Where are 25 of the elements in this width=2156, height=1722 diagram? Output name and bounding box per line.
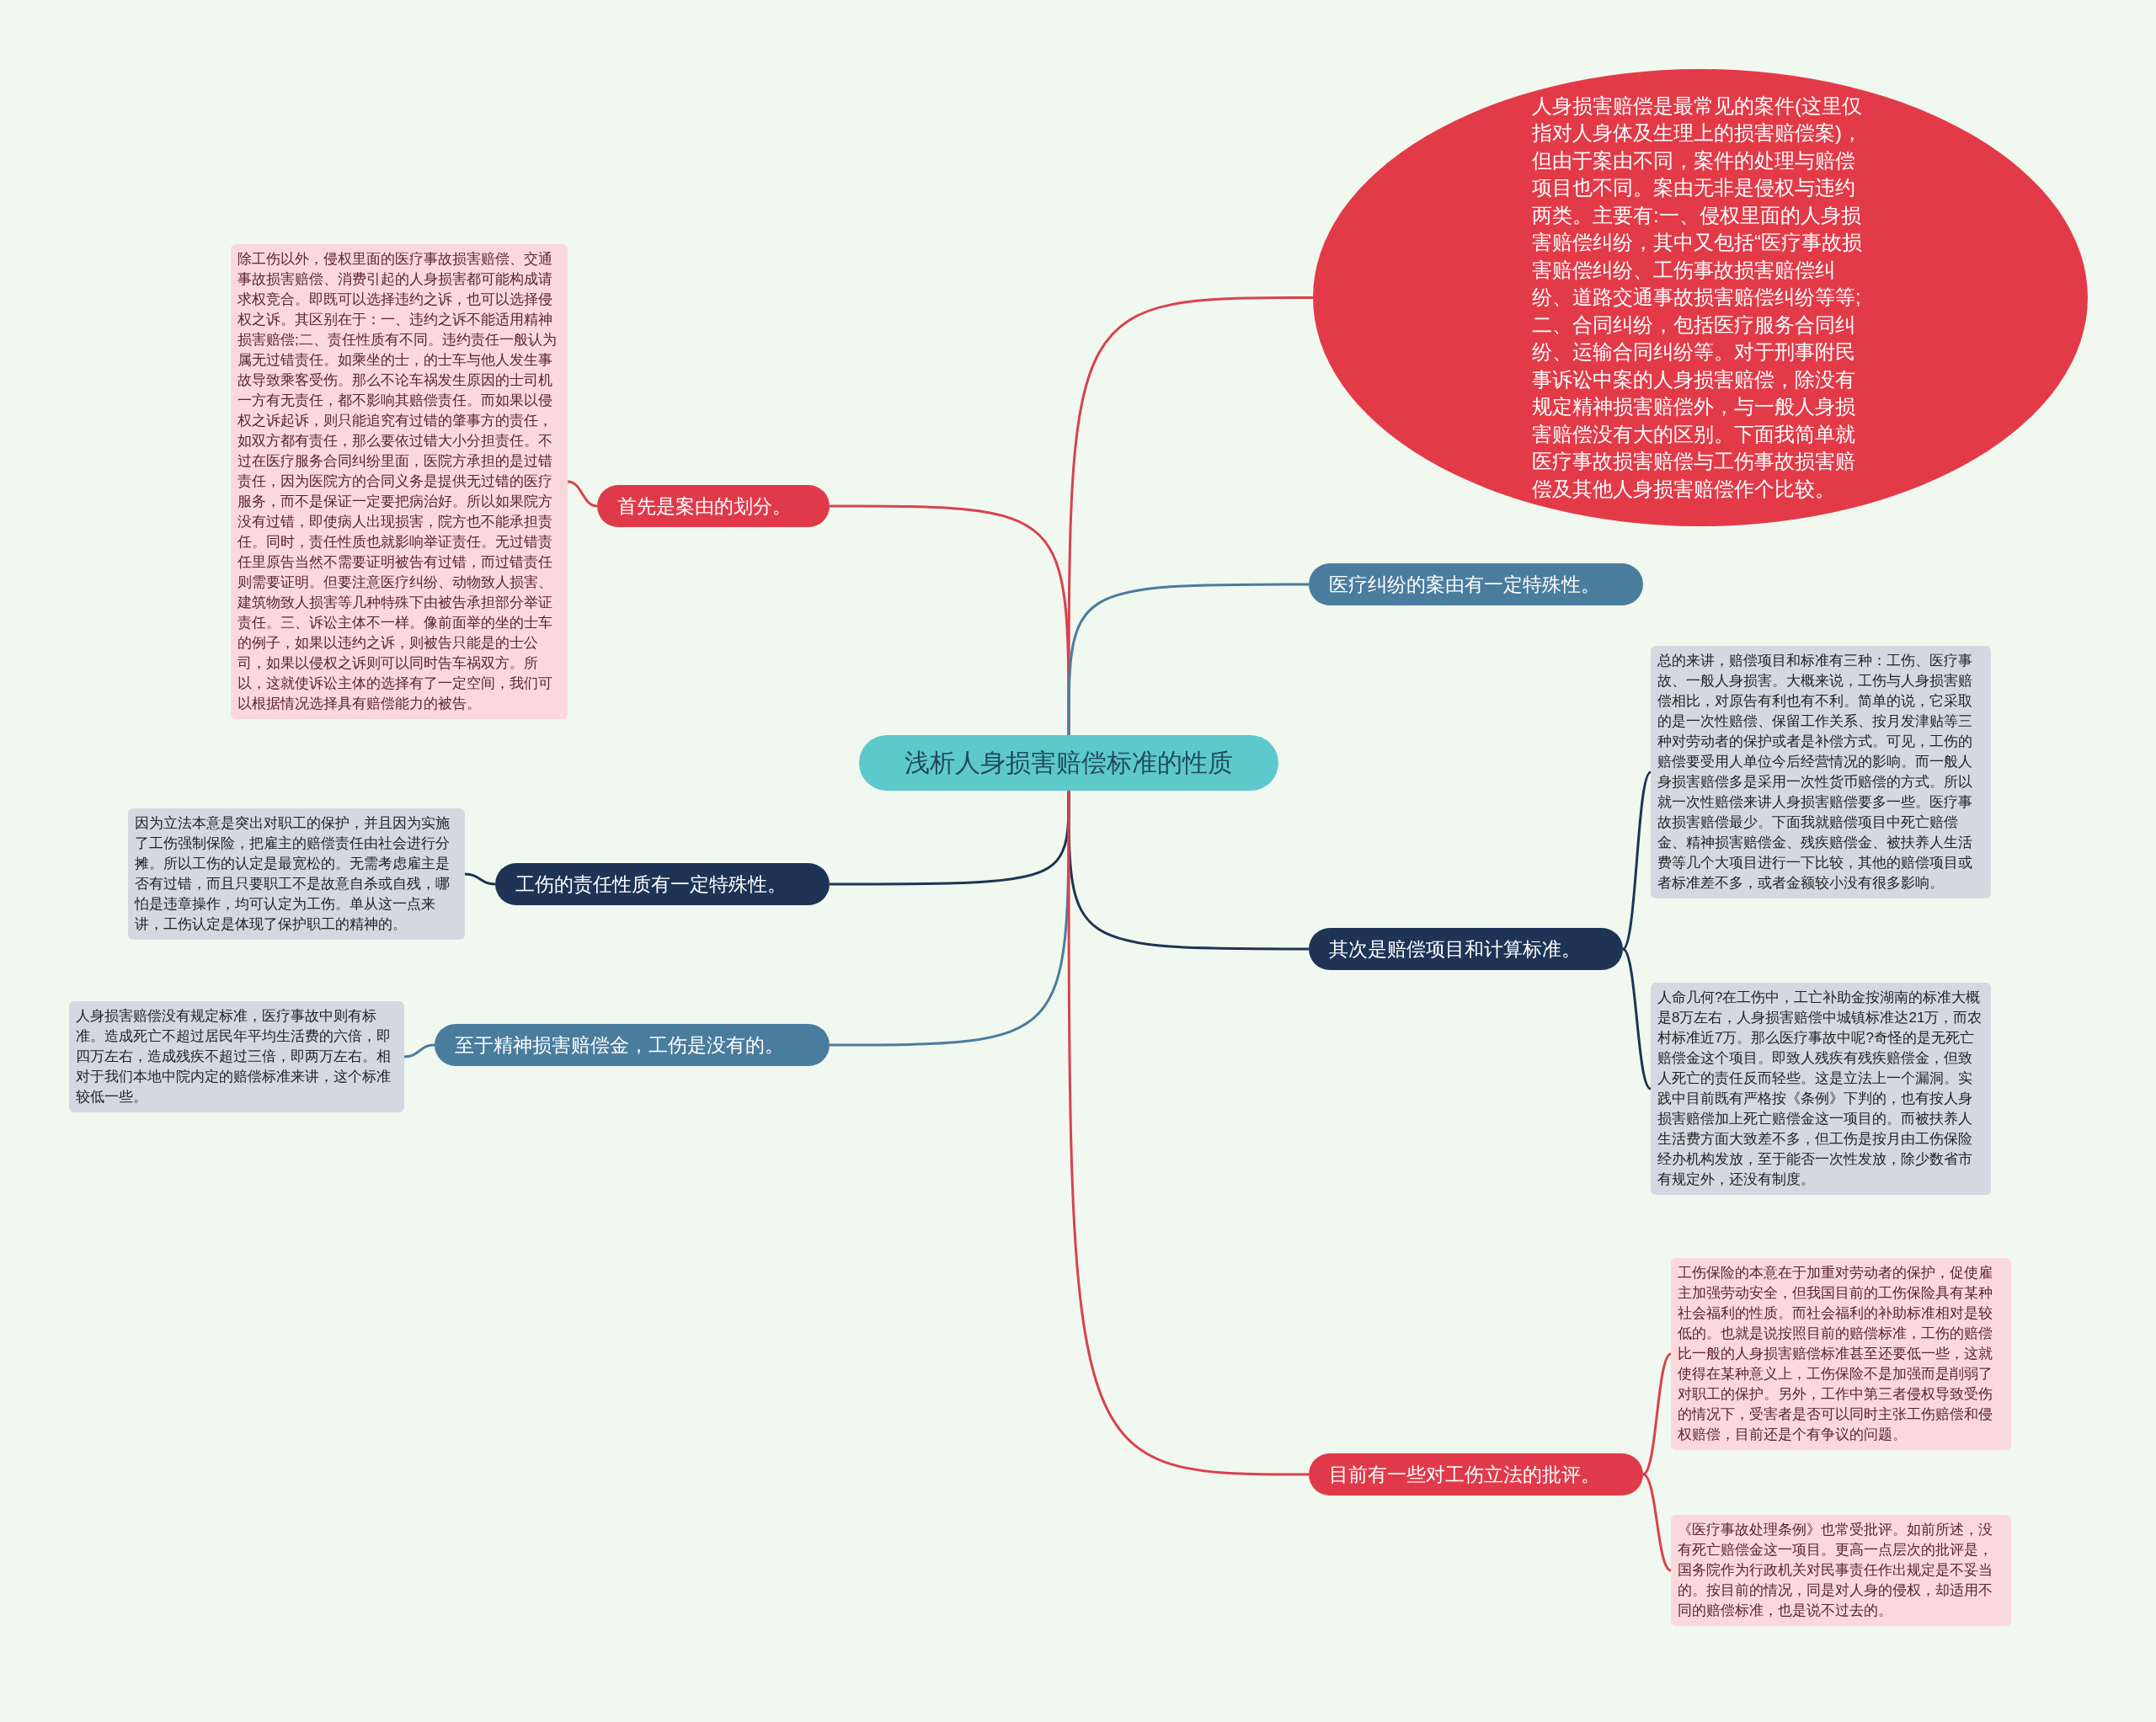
branch-topic: 其次是赔偿项目和计算标准。 xyxy=(1309,928,1623,970)
note-card: 总的来讲，赔偿项目和标准有三种：工伤、医疗事故、一般人身损害。大概来说，工伤与人身损害赔偿相比，对原告有利也有不利。简单的说，它采取的是一次性赔偿、保留工作关系、按月发津贴等三种对劳动者的保护或者是补偿方式。可见，工伤的赔偿要受用人单位今后经营情况的影响。而一般人身损害赔偿多是采用一次性货币赔偿的方式。所以就一次性赔偿来讲人身损害赔偿要多一些。医疗事故损害赔偿最少。下面我就赔偿项目中死亡赔偿金、精神损害赔偿金、残疾赔偿金、被扶养人生活费等几个大项目进行一下比较，其他的赔偿项目或者标准差不多，或者金额较小没有很多影响。 xyxy=(1651,646,1991,898)
note-card: 人命几何?在工伤中，工亡补助金按湖南的标准大概是8万左右，人身损害赔偿中城镇标准达21万，而农村标准近7万。那么医疗事故中呢?奇怪的是无死亡赔偿金这个项目。即致人残疾有残疾赔偿金，但致人死亡的责任反而轻些。这是立法上一个漏洞。实践中目前既有严格按《条例》下判的，也有按人身损害赔偿加上死亡赔偿金这一项目的。而被扶养人生活费方面大致差不多，但工伤是按月由工伤保险经办机构发放，至于能否一次性发放，除少数省市有规定外，还没有制度。 xyxy=(1651,983,1991,1195)
connector-line xyxy=(1642,1352,1672,1476)
connector-line xyxy=(1642,1473,1672,1572)
connector-line xyxy=(830,504,1070,735)
connector-line xyxy=(464,872,496,886)
note-card: 除工伤以外，侵权里面的医疗事故损害赔偿、交通事故损害赔偿、消费引起的人身损害都可能构成请求权竞合。即既可以选择违约之诉，也可以选择侵权之诉。其区别在于：一、违约之诉不能适用精神损害赔偿;二、责任性质有不同。违约责任一般认为属无过错责任。如乘坐的士，的士车与他人发生事故导致乘客受伤。那么不论车祸发生原因的士司机一方有无责任，都不影响其赔偿责任。而如果以侵权之诉起诉，则只能追究有过错的肇事方的责任，如双方都有责任，那么要依过错大小分担责任。不过在医疗服务合同纠纷里面，医院方承担的是过错责任，因为医院方的合同义务是提供无过错的医疗服务，而不是保证一定要把病治好。所以如果院方没有过错，即使病人出现损害，院方也不能承担责任。同时，责任性质也就影响举证责任。无过错责任里原告当然不需要证明被告有过错，而过错责任则需要证明。但要注意医疗纠纷、动物致人损害、建筑物致人损害等几种特殊下由被告承担部分举证责任。三、诉讼主体不一样。像前面举的坐的士车的例子，如果以违约之诉，则被告只能是的士公司，如果以侵权之诉则可以同时告车祸双方。所以，这就使诉讼主体的选择有了一定空间，我们可以根据情况选择具有赔偿能力的被告。 xyxy=(231,244,568,719)
note-card: 工伤保险的本意在于加重对劳动者的保护，促使雇主加强劳动安全，但我国目前的工伤保险具有某种社会福利的性质。而社会福利的补助标准相对是较低的。也就是说按照目前的赔偿标准，工伤的赔偿比一般的人身损害赔偿标准甚至还要低一些，这就使得在某种意义上，工伤保险不是加强而是削弱了对职工的保护。另外，工作中第三者侵权导致受伤的情况下，受害者是否可以同时主张工伤赔偿和侵权赔偿，目前还是个有争议的问题。 xyxy=(1671,1258,2011,1450)
connector-line xyxy=(1067,583,1309,735)
connector-line xyxy=(1067,791,1309,1476)
branch-topic: 医疗纠纷的案由有一定特殊性。 xyxy=(1309,563,1643,605)
note-card: 因为立法本意是突出对职工的保护，并且因为实施了工伤强制保险，把雇主的赔偿责任由社会进行分摊。所以工伤的认定是最宽松的。无需考虑雇主是否有过错，而且只要职工不是故意自杀或自残，哪怕是违章操作，均可认定为工伤。单从这一点来讲，工伤认定是体现了保护职工的精神的。 xyxy=(128,808,465,940)
branch-topic: 至于精神损害赔偿金，工伤是没有的。 xyxy=(435,1024,830,1066)
branch-topic: 首先是案由的划分。 xyxy=(597,485,830,527)
connector-line xyxy=(830,791,1070,1047)
connector-line xyxy=(403,1043,435,1058)
connector-line xyxy=(1622,947,1652,1090)
ellipse-note: 人身损害赔偿是最常见的案件(这里仅指对人身体及生理上的损害赔偿案)，但由于案由不同，案件的处理与赔偿项目也不同。案由无非是侵权与违约两类。主要有:一、侵权里面的人身损害赔偿纠纷，其中又包括“医疗事故损害赔偿纠纷、工伤事故损害赔偿纠纷、道路交通事故损害赔偿纠纷等等;二、合同纠纷，包括医疗服务合同纠纷、运输合同纠纷等。对于刑事附民事诉讼中案的人身损害赔偿，除没有规定精神损害赔偿外，与一般人身损害赔偿没有大的区别。下面我简单就医疗事故损害赔偿与工伤事故损害赔偿及其他人身损害赔偿作个比较。 xyxy=(1313,69,2088,526)
note-card: 《医疗事故处理条例》也常受批评。如前所述，没有死亡赔偿金这一项目。更高一点层次的批评是，国务院作为行政机关对民事责任作出规定是不妥当的。按目前的情况，同是对人身的侵权，却适用不同的赔偿标准，也是说不过去的。 xyxy=(1671,1515,2011,1626)
branch-topic: 目前有一些对工伤立法的批评。 xyxy=(1309,1453,1643,1495)
connector-line xyxy=(567,480,598,508)
branch-topic: 工伤的责任性质有一定特殊性。 xyxy=(495,863,830,905)
note-card: 人身损害赔偿没有规定标准，医疗事故中则有标准。造成死亡不超过居民年平均生活费的六倍，即四万左右，造成残疾不超过三倍，即两万左右。相对于我们本地中院内定的赔偿标准来讲，这个标准较低一些。 xyxy=(69,1001,404,1112)
central-topic: 浅析人身损害赔偿标准的性质 xyxy=(859,735,1278,791)
